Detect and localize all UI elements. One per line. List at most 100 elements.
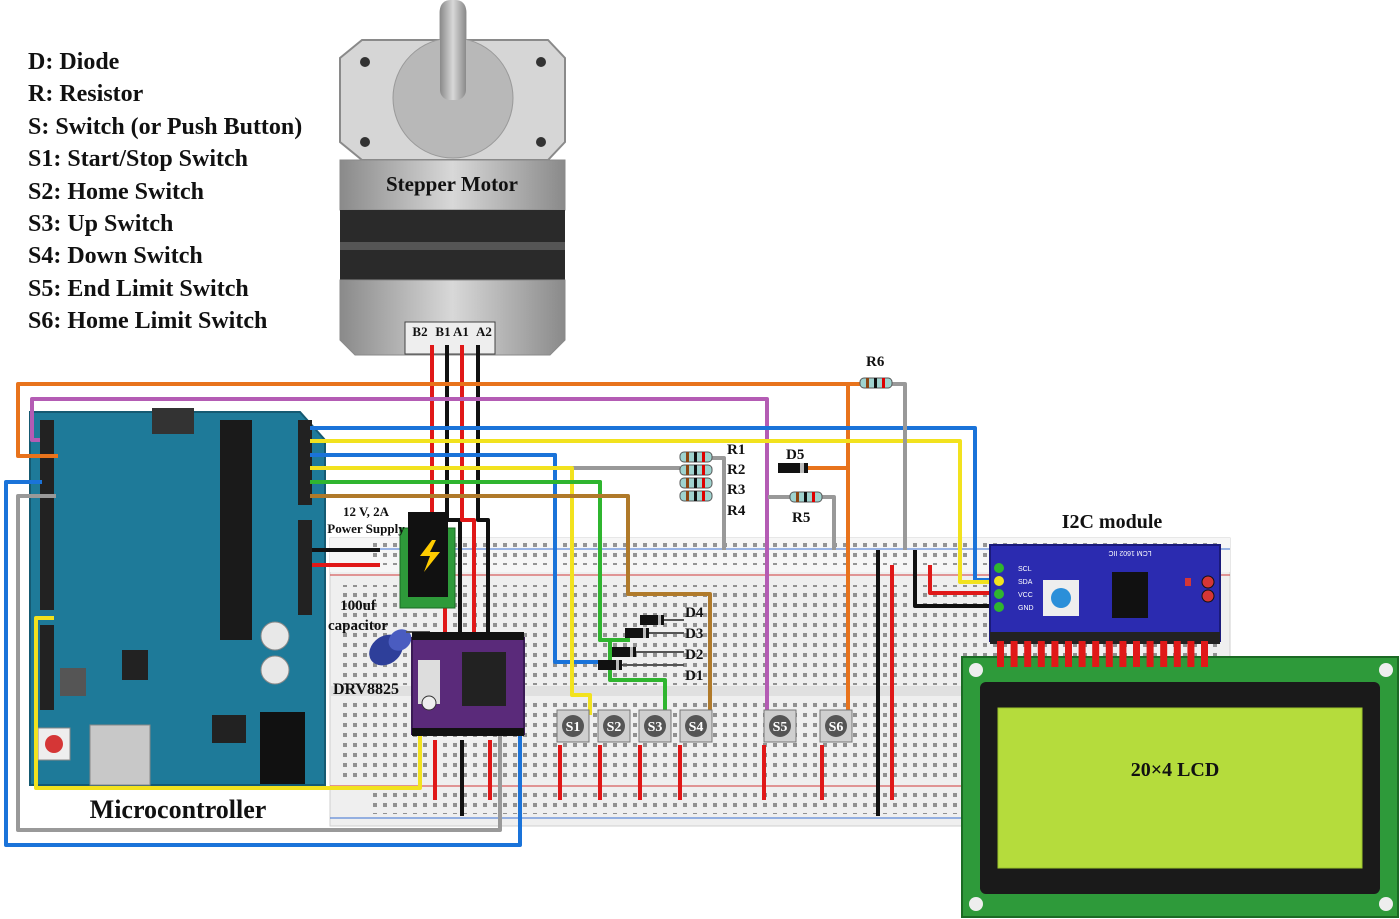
resistor-label-r5: R5 <box>792 510 810 526</box>
wire-green-loop <box>310 480 667 712</box>
motor-pin-b2: B2 <box>412 324 427 339</box>
diode-d4 <box>640 615 684 625</box>
switch-label-s6: S6 <box>829 720 844 735</box>
resistor-label-r2: R2 <box>727 462 745 478</box>
switch-label-s2: S2 <box>607 720 622 735</box>
driver-label: DRV8825 <box>333 681 399 698</box>
switch-label-s1: S1 <box>566 720 581 735</box>
legend-item-diode: D: Diode <box>28 49 120 75</box>
drv8825-driver <box>411 632 525 736</box>
diode-label-d1: D1 <box>685 668 703 684</box>
motor-label: Stepper Motor <box>386 172 518 196</box>
lcd-header-pin <box>1119 641 1127 667</box>
resistor-r3 <box>679 477 713 489</box>
lcd-header-pin <box>1092 641 1100 667</box>
i2c-board-text: LCM 1602 IIC <box>1108 549 1151 556</box>
legend-item-s4: S4: Down Switch <box>28 243 203 270</box>
i2c-pin-scl: SCL <box>1018 566 1032 573</box>
wire-orange <box>16 382 850 730</box>
resistor-r6 <box>859 377 893 389</box>
resistor-label-r6: R6 <box>866 354 885 370</box>
switch-label-s3: S3 <box>648 720 663 735</box>
diode-d3 <box>625 628 684 638</box>
switch-label-s4: S4 <box>689 720 704 735</box>
wire-motor-a2 <box>476 345 490 638</box>
wire-motor-a1 <box>460 345 476 638</box>
diode-label-d5: D5 <box>786 447 804 463</box>
wire-blue-long <box>4 480 522 847</box>
switch-s1 <box>556 709 590 743</box>
legend-item-s3: S3: Up Switch <box>28 211 174 238</box>
wire-blue-a1 <box>310 453 612 664</box>
resistor-r2 <box>679 464 713 476</box>
wire-i2c-vcc <box>928 565 1000 595</box>
lcd-header-pin <box>1133 641 1140 667</box>
lcd-header-pin <box>1201 641 1208 667</box>
wire-yellow-a4 <box>310 439 1000 584</box>
lcd-header-pins <box>997 641 1208 667</box>
legend-item-s2: S2: Home Switch <box>28 178 204 205</box>
resistor-r1 <box>679 451 713 463</box>
switch-s2 <box>597 709 631 743</box>
legend-item-resistor: R: Resistor <box>28 81 144 108</box>
switch-s4 <box>679 709 713 743</box>
legend-list: D: Diode R: Resistor S: Switch (or Push … <box>28 46 302 338</box>
i2c-module <box>989 544 1221 644</box>
legend-item-s5: S5: End Limit Switch <box>28 275 249 302</box>
diode-d5 <box>778 463 808 473</box>
power-supply-label-1: 12 V, 2A <box>343 504 390 519</box>
diodes <box>598 463 808 670</box>
diode-label-d3: D3 <box>685 626 703 642</box>
switch-s5 <box>763 709 797 743</box>
lcd-header-pin <box>997 641 1004 667</box>
wire-i2c-gnd <box>913 550 1000 608</box>
diode-d2 <box>612 647 684 657</box>
lcd-header-pin <box>1146 641 1154 667</box>
lcd-header-pin <box>1051 641 1059 667</box>
lcd-header-pin <box>1105 641 1113 667</box>
wire-yellow-low <box>34 616 422 790</box>
resistor-label-r4: R4 <box>727 503 746 519</box>
lcd-header-pin <box>1173 641 1181 667</box>
motor-pin-a2: A2 <box>476 324 492 339</box>
resistor-label-r1: R1 <box>727 442 745 458</box>
wire-gray-long <box>16 494 502 832</box>
capacitor-label-2: capacitor <box>328 618 388 634</box>
lcd-module <box>961 656 1399 918</box>
legend-item-switch: S: Switch (or Push Button) <box>28 113 303 140</box>
motor-pin-b1: B1 <box>435 324 450 339</box>
resistors <box>679 377 893 503</box>
power-supply-label-2: Power Supply <box>327 521 405 536</box>
motor-pin-a1: A1 <box>453 324 469 339</box>
lcd-header-pin <box>1078 641 1086 667</box>
lcd-header-pin <box>1187 641 1195 667</box>
stepper-motor <box>339 0 566 356</box>
wire-purple <box>30 397 769 725</box>
wire-yellow-a2 <box>310 466 592 715</box>
switch-s3 <box>638 709 672 743</box>
lcd-header-pin <box>1010 641 1018 667</box>
diode-label-d4: D4 <box>685 605 704 621</box>
lcd-header-pin <box>1024 641 1032 667</box>
wire-motor-b1 <box>445 345 462 638</box>
wire-gray-r6 <box>892 382 907 550</box>
lcd-label: 20×4 LCD <box>1131 759 1220 781</box>
lcd-header-pin <box>1037 641 1045 667</box>
power-supply-jack <box>399 512 456 609</box>
diode-d1 <box>598 660 684 670</box>
switch-s6 <box>819 709 853 743</box>
resistor-label-r3: R3 <box>727 482 745 498</box>
resistor-r4 <box>679 490 713 502</box>
wire-gray-r1r4 <box>712 456 726 550</box>
i2c-label: I2C module <box>1062 511 1163 533</box>
i2c-pin-gnd: GND <box>1018 605 1034 612</box>
lcd-header-pin <box>1065 641 1072 667</box>
switch-label-s5: S5 <box>773 720 788 735</box>
lcd-header-pin <box>1160 641 1168 667</box>
resistor-r5 <box>789 491 823 503</box>
capacitor <box>369 629 430 666</box>
switches <box>556 709 853 743</box>
arduino-board <box>29 408 326 786</box>
capacitor-label-1: 100uf <box>340 598 377 614</box>
